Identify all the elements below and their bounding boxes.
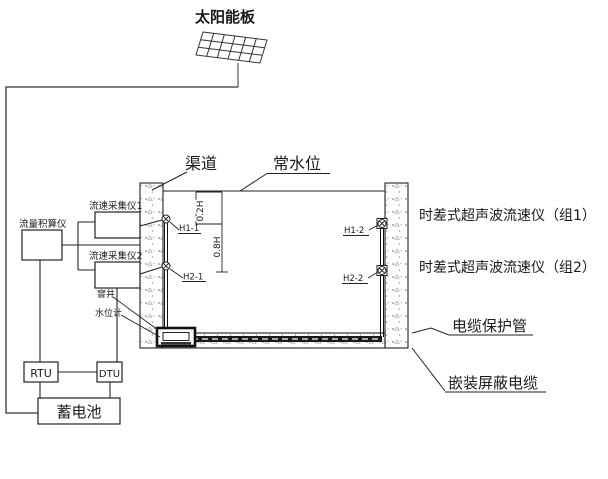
rtu-box (23, 361, 59, 383)
power-cable (5, 86, 238, 414)
solar-panel (195, 31, 268, 87)
transducer-h2-2 (376, 265, 388, 276)
water-gauge-label: 水位计 (95, 307, 122, 319)
battery-label: 蓄电池 (56, 403, 101, 421)
dtu-box (96, 361, 123, 383)
well-gauge-mark (161, 342, 191, 345)
inspection-well (155, 326, 197, 348)
transducer-labels (169, 221, 379, 284)
transducer-h1-2 (376, 218, 388, 229)
shielded-cable-leader (411, 347, 446, 392)
signal-wires (39, 219, 163, 398)
dim-0-8h: 0.8H (213, 236, 223, 257)
solar-panel-grid-rows (198, 39, 265, 56)
normal-water-level-label: 常水位 (273, 154, 321, 173)
velocity-collector-1-label: 流速采集仪1 (89, 200, 143, 212)
dtu-label: DTU (99, 369, 120, 380)
transducer-h2-1 (161, 261, 171, 271)
annotation-shielded-cable: 嵌装屏蔽电缆 (448, 374, 538, 392)
dim-0-2h: 0.2H (196, 200, 206, 221)
velocity-collector-1-box (94, 211, 141, 239)
sensor-label-h2-2: H2-2 (343, 274, 363, 284)
well-inner-box (162, 332, 190, 341)
channel-label: 渠道 (185, 154, 217, 173)
annotation-cable-tube: 电缆保护管 (452, 317, 527, 335)
well-leader (112, 296, 159, 331)
battery-box (37, 397, 121, 425)
water-label-leader (239, 173, 268, 192)
solar-panel-label: 太阳能板 (195, 8, 256, 26)
transducers (161, 214, 388, 276)
velocity-collector-2-box (94, 261, 141, 289)
annotation-group1: 时差式超声波流速仪（组1） (419, 208, 596, 224)
sensor-label-h1-2: H1-2 (344, 226, 364, 236)
annotation-group2: 时差式超声波流速仪（组2） (419, 260, 596, 276)
rtu-label: RTU (30, 367, 52, 380)
transducer-h1-1 (161, 214, 171, 224)
water-gauge-leader (120, 314, 161, 338)
cable-conduits (164, 222, 384, 337)
sensor-label-h2-1: H2-1 (183, 273, 203, 283)
well-label: 窨井 (97, 288, 115, 300)
channel-left-wall (139, 182, 164, 349)
depth-dimensions (195, 191, 228, 273)
flow-integrator-label: 流量积算仪 (19, 218, 67, 230)
flow-integrator-box (21, 229, 63, 261)
sensor-label-h1-1: H1-1 (179, 224, 199, 234)
solar-panel-grid-cols (206, 33, 257, 62)
channel-structure (139, 182, 409, 349)
channel-right-wall (384, 182, 409, 349)
cable-tube-leader (411, 327, 450, 336)
velocity-collector-2-label: 流速采集仪2 (89, 250, 143, 262)
channel-leader (151, 171, 188, 191)
